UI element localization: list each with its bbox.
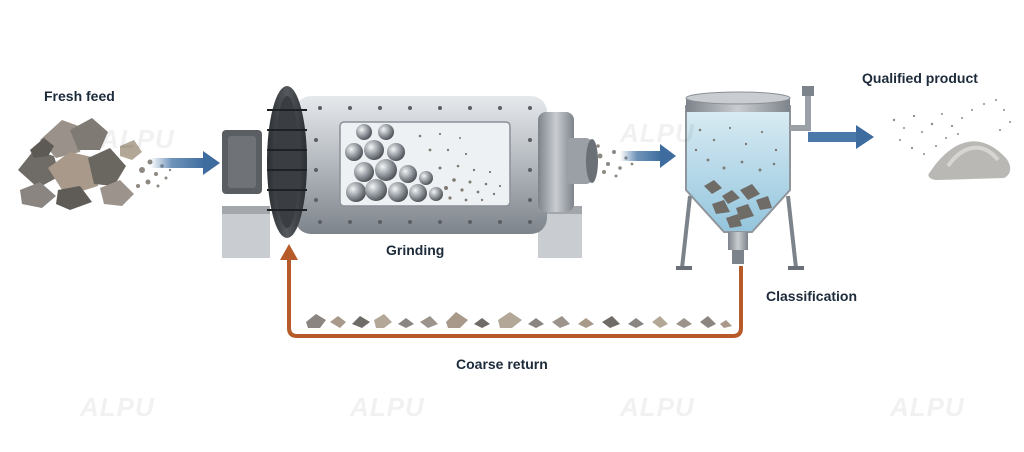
- classifier-tank: [676, 86, 814, 270]
- coarse-return-label: Coarse return: [456, 356, 548, 372]
- qualified-product-pile: [892, 99, 1011, 180]
- classification-label: Classification: [766, 288, 858, 304]
- product-arrow: [808, 125, 874, 149]
- fresh-feed-rocks: [18, 118, 172, 210]
- fresh-feed-label: Fresh feed: [44, 88, 115, 104]
- ball-mill: [222, 86, 598, 258]
- watermark-logo: ALPU: [620, 392, 695, 422]
- feed-arrow: [150, 151, 220, 175]
- watermark-logo: ALPU: [80, 392, 155, 422]
- watermark-logo: ALPU: [350, 392, 425, 422]
- discharge-arrow: [620, 144, 676, 168]
- qualified-product-label: Qualified product: [862, 70, 978, 86]
- watermark-logo: ALPU: [100, 124, 175, 154]
- grinding-label: Grinding: [386, 242, 445, 258]
- watermark-logo: ALPU: [890, 392, 965, 422]
- coarse-return-particles: [306, 312, 732, 328]
- coarse-return-pipe: [280, 244, 743, 338]
- watermark-logo: ALPU: [620, 118, 695, 148]
